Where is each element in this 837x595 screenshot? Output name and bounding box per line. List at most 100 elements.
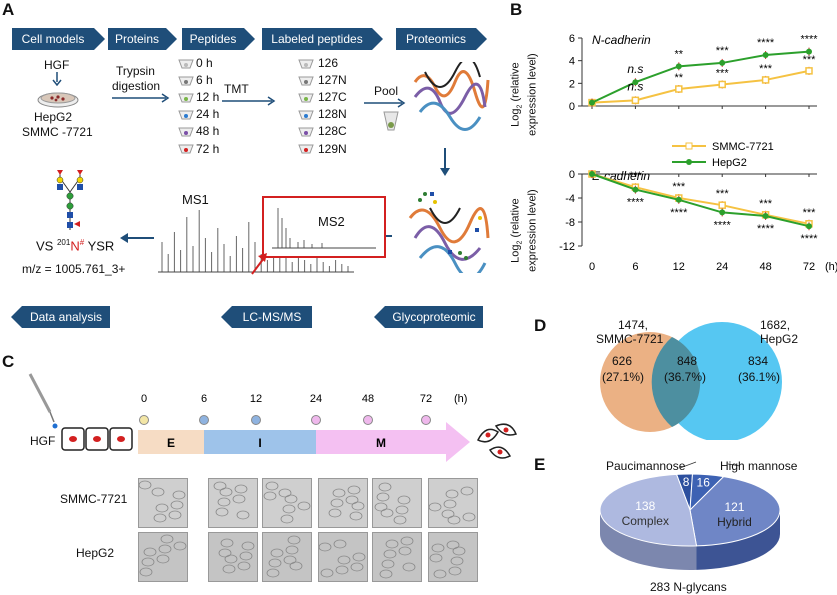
cell-outline bbox=[378, 482, 392, 492]
cell-outline bbox=[168, 510, 182, 520]
panel-letter-d: D bbox=[534, 316, 547, 335]
time-label: 12 bbox=[250, 393, 262, 405]
data-point-hepg2 bbox=[719, 59, 726, 66]
peptide-hash: # bbox=[79, 238, 85, 247]
venn-name-hepg2: HepG2 bbox=[760, 332, 799, 346]
venn-total-smmc: 1474, bbox=[617, 318, 649, 332]
time-label: 24 bbox=[310, 393, 322, 405]
right-arrow-icon bbox=[222, 96, 276, 106]
data-point-smmc bbox=[631, 96, 640, 105]
y-tick-label: 0 bbox=[569, 169, 575, 181]
cell-outline bbox=[462, 512, 476, 522]
y-tick-label: 0 bbox=[569, 101, 575, 113]
data-point-hepg2 bbox=[632, 79, 639, 86]
mz-value: m/z = 1005.761_3+ bbox=[22, 262, 126, 276]
data-point-hepg2 bbox=[589, 99, 595, 106]
cell-outline bbox=[284, 494, 298, 504]
venn-diagram bbox=[600, 322, 782, 440]
label-128n: 128N bbox=[318, 107, 347, 121]
down-arrow-icon bbox=[52, 72, 62, 86]
cell-outline bbox=[217, 497, 231, 507]
cell-outline bbox=[139, 567, 153, 577]
cell-outline bbox=[143, 547, 157, 557]
cell-outline bbox=[381, 559, 395, 569]
micrograph-cells bbox=[374, 482, 411, 525]
significance-label: **** bbox=[800, 233, 818, 245]
y-tick-label: 2 bbox=[569, 78, 575, 90]
significance-label: *** bbox=[672, 181, 686, 193]
peptide-prefix: VS bbox=[36, 238, 54, 254]
lt-tube-icon bbox=[298, 144, 314, 154]
banner-lc-ms: LC-MS/MS bbox=[221, 306, 312, 328]
legend-marker bbox=[685, 142, 693, 150]
cell-outline bbox=[170, 500, 184, 510]
significance-label: *** bbox=[716, 45, 730, 57]
tube-dot bbox=[304, 80, 308, 84]
glycan-structure-icon bbox=[56, 170, 84, 230]
micrograph-cells bbox=[428, 486, 476, 525]
tube-dot bbox=[184, 97, 188, 101]
pie-side-complex bbox=[600, 510, 697, 570]
panel-letter-b: B bbox=[510, 0, 523, 19]
pie-value-label: 16 bbox=[697, 476, 711, 490]
cell-outline bbox=[376, 492, 390, 502]
phase-i bbox=[204, 430, 316, 454]
micrograph-cells bbox=[328, 485, 365, 521]
pt-tube-icon bbox=[178, 127, 194, 137]
lt-tube-icon bbox=[298, 76, 314, 86]
significance-label: *** bbox=[716, 188, 730, 200]
panel-letter-a: A bbox=[2, 0, 15, 19]
cell-outline bbox=[433, 569, 447, 579]
peptide-site: 201 bbox=[56, 238, 71, 247]
significance-label: *** bbox=[803, 54, 817, 66]
cell-outline bbox=[215, 507, 229, 517]
cell-outline bbox=[218, 548, 232, 558]
cell-outline bbox=[172, 490, 186, 500]
tube-dot bbox=[304, 131, 308, 135]
cell-outline bbox=[330, 498, 344, 508]
cell-outline bbox=[236, 510, 250, 520]
x-tick-label: 0 bbox=[589, 261, 595, 273]
ylabel-sub-2: 2 bbox=[516, 240, 524, 245]
cell-outline bbox=[446, 540, 460, 550]
data-point-hepg2 bbox=[675, 63, 682, 70]
significance-label: **** bbox=[714, 219, 732, 231]
data-point-hepg2 bbox=[806, 223, 812, 230]
pie-side-hybrid bbox=[696, 510, 780, 570]
pt-tube-icon bbox=[178, 93, 194, 103]
pie-label-paucimannose: Paucimannose bbox=[606, 459, 686, 473]
label-127n: 127N bbox=[318, 73, 347, 87]
phase-label-m: M bbox=[376, 436, 386, 450]
ms1-label: MS1 bbox=[182, 192, 209, 207]
pt-tube-icon bbox=[178, 144, 194, 154]
label-128c: 128C bbox=[318, 124, 347, 138]
micrograph-cells bbox=[266, 535, 303, 578]
micrograph-image bbox=[138, 532, 188, 582]
micrograph-cells bbox=[263, 481, 311, 524]
culture-dish-icon bbox=[37, 92, 79, 108]
cell-outline bbox=[141, 557, 155, 567]
time-label: 48 bbox=[362, 393, 374, 405]
cell-layer-icon bbox=[61, 427, 133, 451]
time-label: 0 bbox=[141, 393, 147, 405]
cell-outline bbox=[379, 569, 393, 579]
ms2-box: MS2 bbox=[262, 196, 386, 258]
tube-dot bbox=[184, 131, 188, 135]
time-unit: (h) bbox=[454, 393, 467, 405]
right-arrow-icon bbox=[112, 93, 170, 103]
significance-label: **** bbox=[800, 34, 818, 46]
x-tick-label: 24 bbox=[716, 261, 728, 273]
cell-outline bbox=[443, 499, 457, 509]
tube-dot bbox=[304, 63, 308, 67]
cell-outline bbox=[158, 544, 172, 554]
pt-tube-icon bbox=[178, 59, 194, 69]
cell-outline bbox=[289, 561, 303, 571]
tmt-label: TMT bbox=[224, 82, 249, 96]
banner-labeled-peptides: Labeled peptides bbox=[262, 28, 383, 50]
legend-marker bbox=[686, 159, 692, 165]
cell-outline bbox=[393, 515, 407, 525]
cell-outline bbox=[447, 515, 461, 525]
